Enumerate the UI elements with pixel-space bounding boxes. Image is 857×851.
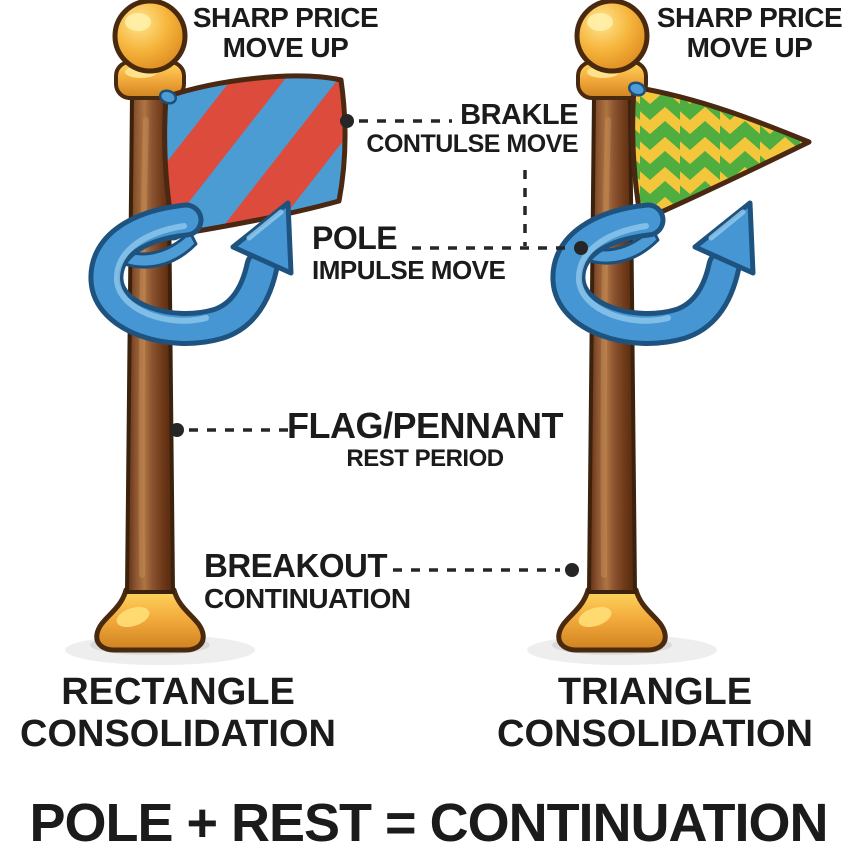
connector-brakle (340, 114, 452, 128)
right-sharp-price-label: SHARP PRICE MOVE UP (632, 2, 857, 64)
connector-pole (412, 170, 588, 255)
left-sharp-price-line1: SHARP PRICE (192, 2, 379, 33)
rectangle-consolidation-line1: RECTANGLE (61, 671, 295, 713)
connector-flag-pennant (170, 423, 292, 437)
connector-lines (170, 114, 588, 577)
brakle-title: BRAKLE (460, 99, 578, 131)
triangle-consolidation-label: TRIANGLE CONSOLIDATION (460, 671, 850, 756)
triangle-consolidation-line2: CONSOLIDATION (497, 712, 813, 755)
breakout-title: BREAKOUT (204, 547, 388, 584)
brakle-annotation: BRAKLE CONTULSE MOVE (328, 99, 578, 159)
right-sharp-price-line1: SHARP PRICE (656, 2, 843, 33)
brakle-subtitle: CONTULSE MOVE (366, 130, 578, 159)
breakout-subtitle: CONTINUATION (204, 582, 411, 614)
pole-annotation: POLE IMPULSE MOVE (312, 221, 572, 284)
right-sharp-price-line2: MOVE UP (686, 32, 813, 64)
flag-pennant-title: FLAG/PENNANT (287, 405, 564, 446)
left-sharp-price-line2: MOVE UP (222, 32, 349, 64)
rectangle-consolidation-line2: CONSOLIDATION (20, 712, 336, 755)
rectangle-consolidation-label: RECTANGLE CONSOLIDATION (2, 671, 354, 756)
connector-breakout (393, 563, 579, 577)
triangle-consolidation-line1: TRIANGLE (557, 671, 753, 713)
pole-subtitle: IMPULSE MOVE (312, 254, 506, 285)
breakout-annotation: BREAKOUT CONTINUATION (204, 548, 474, 614)
left-sharp-price-label: SHARP PRICE MOVE UP (168, 2, 403, 64)
flag-pennant-annotation: FLAG/PENNANT REST PERIOD (265, 405, 585, 472)
flag-pennant-subtitle: REST PERIOD (346, 444, 504, 472)
pole-title: POLE (312, 220, 398, 256)
formula-caption: POLE + REST = CONTINUATION (29, 793, 828, 851)
